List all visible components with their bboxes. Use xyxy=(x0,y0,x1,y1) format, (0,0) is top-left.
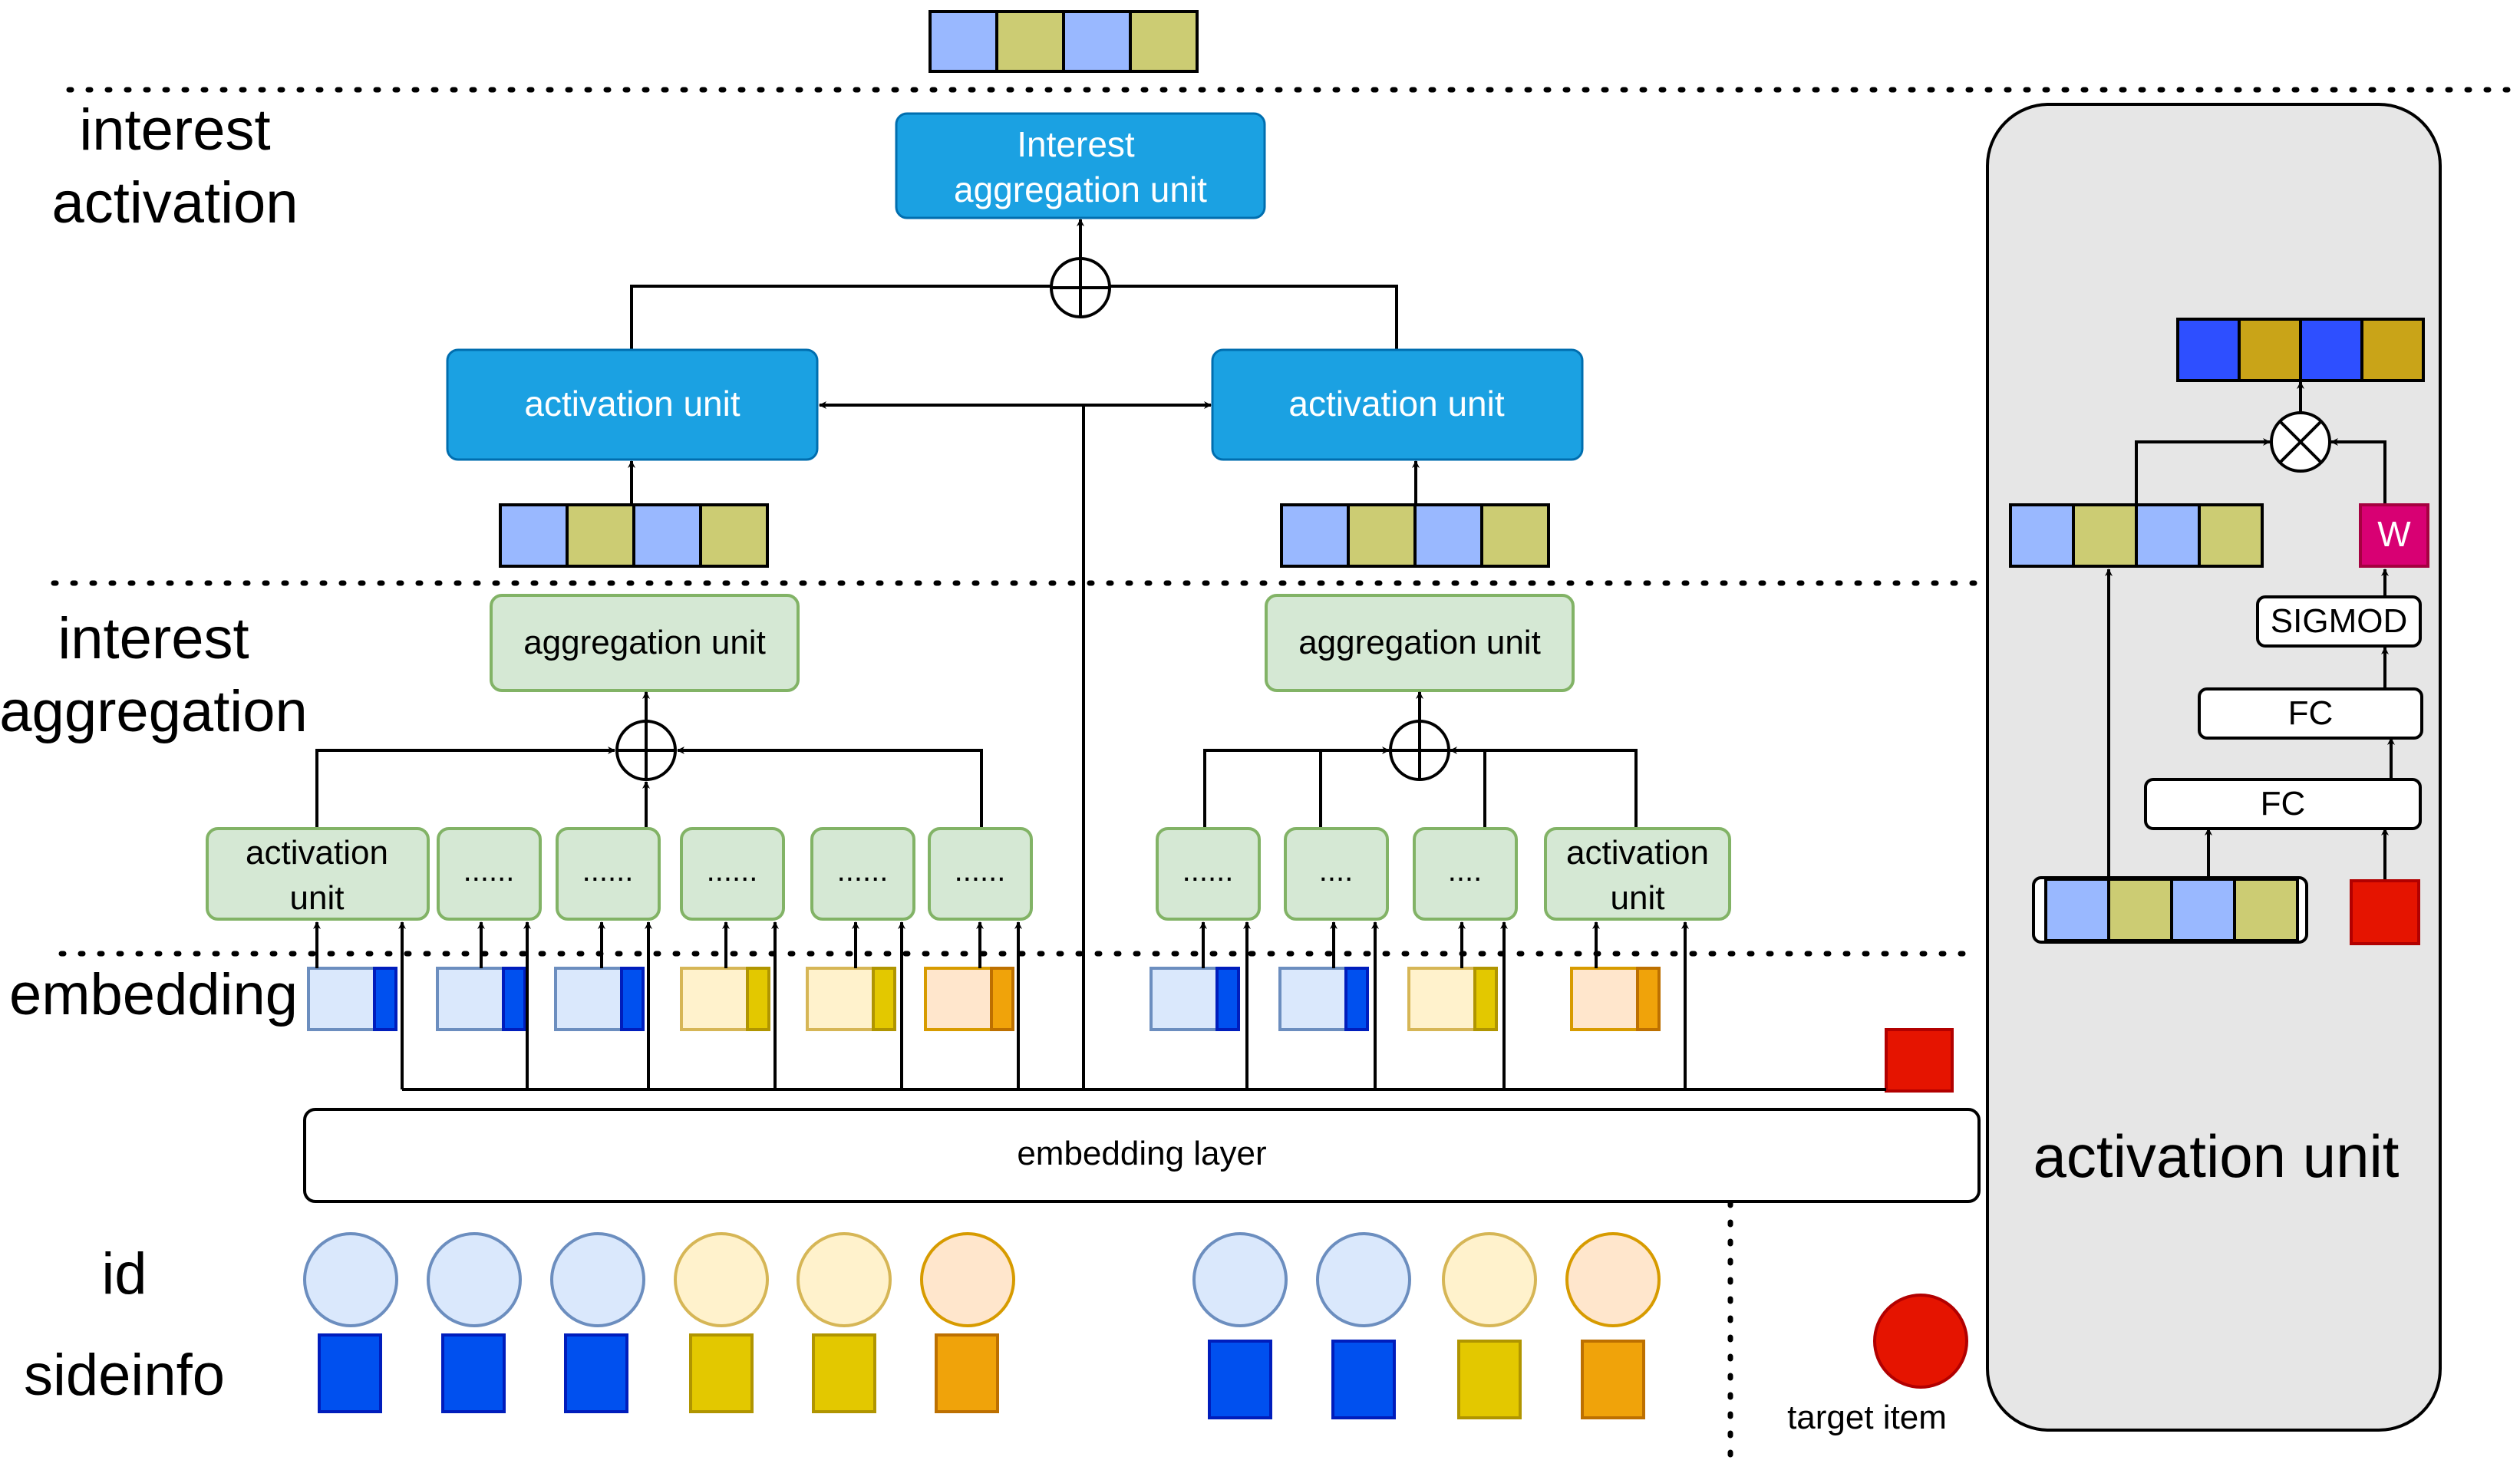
panel-output-vector xyxy=(2176,318,2425,382)
small-activation-unit-1-label-2: unit xyxy=(290,879,345,917)
dotted-separators xyxy=(51,87,2520,1470)
activation-unit-right-label: activation unit xyxy=(1288,384,1504,424)
panel-w-box xyxy=(2359,503,2429,568)
small-activation-unit-last-label-1: activation xyxy=(1566,834,1709,872)
dots-2: ...... xyxy=(582,854,634,888)
panel-interest-vector xyxy=(2009,503,2264,568)
label-id: id xyxy=(101,1241,147,1307)
embedding-connectors xyxy=(313,921,1886,1091)
aggregation-unit-left xyxy=(490,594,800,692)
embedding-boxes xyxy=(307,967,1661,1031)
panel-multiply-circle xyxy=(2270,411,2331,473)
label-interest-activation-2: activation xyxy=(51,170,298,236)
activation-unit-panel xyxy=(1986,103,2442,1432)
small-activation-unit-1-label-1: activation xyxy=(246,834,388,872)
target-embedding xyxy=(1885,1028,1954,1093)
small-activation-unit-last-label-2: unit xyxy=(1611,879,1665,917)
label-embedding: embedding xyxy=(9,962,298,1027)
panel-sigmod-label: SIGMOD xyxy=(2271,602,2407,640)
target-item-circle xyxy=(1873,1294,1968,1389)
panel-connectors xyxy=(2105,381,2395,879)
panel-fc-top-box xyxy=(2198,687,2423,740)
panel-sigmod-box xyxy=(2256,595,2422,648)
panel-concat-vector xyxy=(2044,878,2299,942)
label-interest-aggregation-1: interest xyxy=(58,606,249,671)
activation-unit-left-label: activation unit xyxy=(524,384,740,424)
dots-8: .... xyxy=(1448,854,1482,888)
target-item-label: target item xyxy=(1787,1399,1947,1436)
interest-aggregation-unit-box xyxy=(895,112,1266,219)
top-connectors xyxy=(628,219,1420,1089)
plus-circle-top xyxy=(1050,257,1111,318)
plus-circle-right xyxy=(1389,720,1450,781)
embedding-layer-label: embedding layer xyxy=(1017,1135,1266,1172)
panel-title: activation unit xyxy=(2033,1122,2400,1190)
activation-unit-right xyxy=(1211,348,1584,461)
dots-4: ...... xyxy=(837,854,889,888)
aggregation-unit-right xyxy=(1265,594,1575,692)
aggregation-unit-right-label: aggregation unit xyxy=(1298,624,1541,661)
panel-fc-bottom-label: FC xyxy=(2261,785,2306,822)
dots-1: ...... xyxy=(463,854,515,888)
activation-unit-left xyxy=(446,348,819,461)
panel-fc-bottom-box xyxy=(2144,778,2422,830)
panel-w-label: W xyxy=(2377,514,2411,554)
dots-5: ...... xyxy=(955,854,1006,888)
dots-7: .... xyxy=(1319,854,1353,888)
sideinfo-squares xyxy=(318,1333,1645,1419)
embedding-layer xyxy=(303,1108,1981,1203)
label-interest-aggregation-2: aggregation xyxy=(0,679,308,744)
interest-aggregation-unit-label-2: aggregation unit xyxy=(954,170,1207,209)
label-sideinfo: sideinfo xyxy=(24,1343,225,1408)
output-vector xyxy=(929,10,1199,73)
panel-fc-top-label: FC xyxy=(2288,694,2334,732)
id-circles xyxy=(303,1232,1661,1327)
small-activation-units xyxy=(206,827,1731,921)
aggregation-connectors xyxy=(315,691,1638,827)
label-interest-activation-1: interest xyxy=(79,97,270,163)
panel-target-square xyxy=(2350,879,2420,945)
aggregation-unit-left-label: aggregation unit xyxy=(523,624,766,661)
dots-6: ...... xyxy=(1182,854,1234,888)
dots-3: ...... xyxy=(707,854,758,888)
interest-vector-left xyxy=(499,503,769,568)
plus-circle-left xyxy=(615,720,677,781)
interest-vector-right xyxy=(1280,503,1550,568)
interest-aggregation-unit-label-1: Interest xyxy=(1017,124,1135,164)
